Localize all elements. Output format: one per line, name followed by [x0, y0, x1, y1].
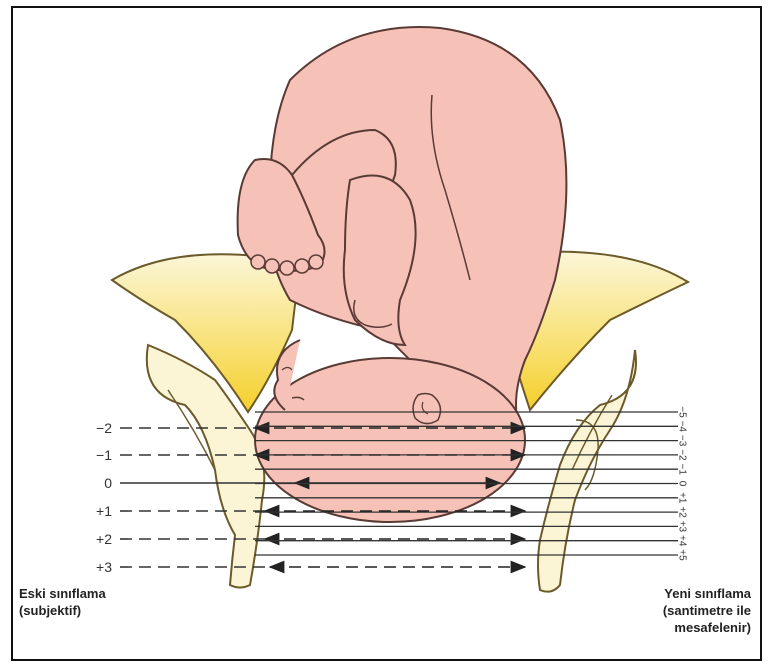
cm-label-2: −3 — [676, 435, 687, 447]
station-label-5: +3 — [96, 559, 112, 575]
cm-label-6: +1 — [676, 492, 687, 504]
cm-label-4: −1 — [676, 463, 687, 475]
cm-label-1: −4 — [676, 421, 687, 433]
cm-label-0: −5 — [676, 406, 687, 418]
station-label-0: −2 — [96, 420, 112, 436]
cm-label-3: −2 — [676, 449, 687, 461]
old-classification-subtitle: (subjektif) — [19, 602, 106, 619]
new-classification-subtitle-1: (santimetre ile — [663, 602, 751, 619]
new-classification-subtitle-2: mesafelenir) — [663, 619, 751, 636]
station-label-1: −1 — [96, 447, 112, 463]
station-label-4: +2 — [96, 531, 112, 547]
new-classification-caption: Yeni sınıflama (santimetre ile mesafelen… — [663, 585, 751, 636]
old-classification-caption: Eski sınıflama (subjektif) — [19, 585, 106, 619]
cm-label-8: +3 — [676, 521, 687, 533]
cm-label-10: +5 — [676, 549, 687, 561]
cm-label-9: +4 — [676, 535, 687, 547]
fetus — [238, 27, 567, 522]
station-label-2: 0 — [104, 475, 112, 491]
station-label-3: +1 — [96, 503, 112, 519]
cm-label-5: 0 — [676, 481, 687, 487]
cm-label-7: +2 — [676, 506, 687, 518]
fetus-ear — [413, 394, 440, 424]
old-classification-title: Eski sınıflama — [19, 585, 106, 602]
new-classification-title: Yeni sınıflama — [663, 585, 751, 602]
